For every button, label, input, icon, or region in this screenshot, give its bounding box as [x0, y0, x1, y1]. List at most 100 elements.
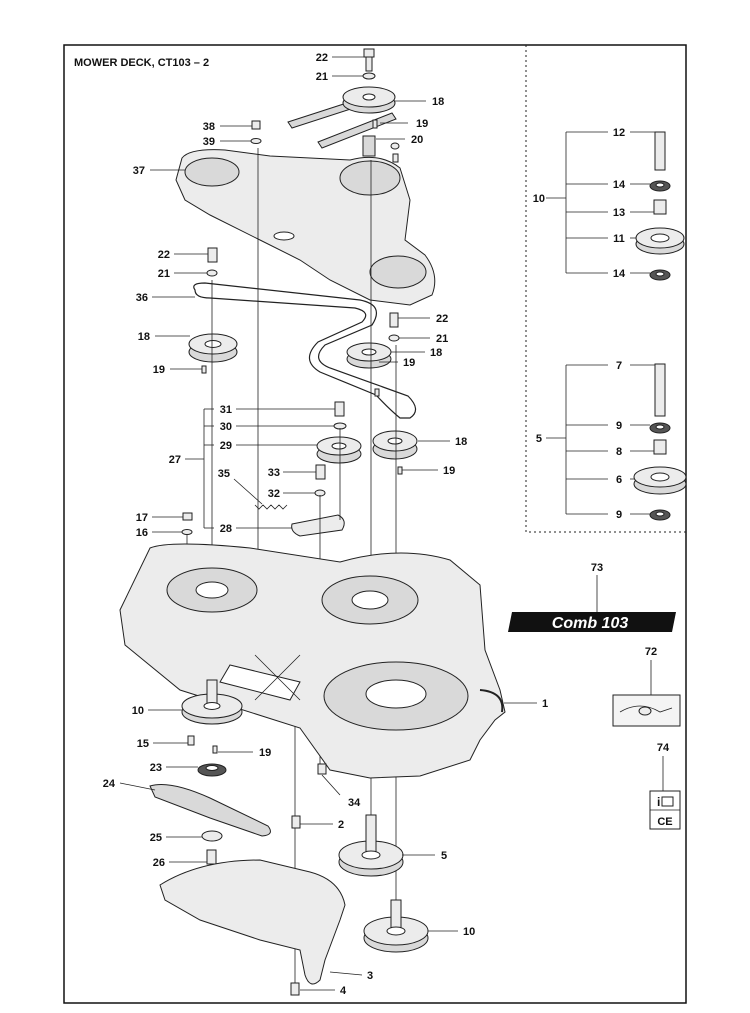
spindle-hole — [195, 581, 229, 599]
key — [397, 466, 403, 475]
pulley — [342, 86, 396, 114]
cover-boss — [339, 160, 401, 196]
callout-19: 19 — [403, 357, 415, 369]
callout-15: 15 — [137, 738, 149, 750]
deck-rib — [254, 654, 301, 701]
callout-18: 18 — [455, 436, 467, 448]
callout-8: 8 — [616, 446, 622, 458]
spindle-inset-border — [525, 45, 686, 533]
callout-32: 32 — [268, 488, 280, 500]
callout-35: 35 — [218, 468, 230, 480]
callout-5: 5 — [536, 433, 542, 445]
nut — [390, 142, 400, 150]
model-decal-text: Comb 103 — [552, 615, 629, 632]
callout-5: 5 — [441, 850, 447, 862]
bolt — [207, 247, 218, 263]
washer — [181, 529, 193, 535]
callout-7: 7 — [616, 360, 622, 372]
callout-10: 10 — [132, 705, 144, 717]
callout-11: 11 — [613, 233, 625, 245]
spacer — [362, 135, 376, 157]
cutting-blade — [149, 784, 271, 837]
pulley — [346, 342, 392, 369]
callout-10: 10 — [533, 193, 545, 205]
cover-boss — [369, 255, 427, 289]
spindle-shaft — [654, 363, 666, 417]
bearing — [649, 509, 671, 521]
callout-22: 22 — [436, 313, 448, 325]
callout-16: 16 — [136, 527, 148, 539]
key — [201, 365, 207, 374]
nut — [182, 512, 193, 521]
bolt — [334, 401, 345, 417]
key — [374, 388, 380, 397]
callout-14: 14 — [613, 268, 626, 280]
callout-18: 18 — [138, 331, 150, 343]
spacer — [653, 199, 667, 215]
info-icon: i — [657, 795, 660, 809]
callout-9: 9 — [616, 509, 622, 521]
callout-22: 22 — [316, 52, 328, 64]
bolt — [206, 849, 217, 865]
spindle-shaft — [654, 131, 666, 171]
bearing — [649, 180, 671, 192]
callout-74: 74 — [657, 742, 670, 754]
belt-routing-line — [619, 705, 673, 713]
bolt — [187, 735, 195, 746]
callout-33: 33 — [268, 467, 280, 479]
callout-9: 9 — [616, 420, 622, 432]
callout-36: 36 — [136, 292, 148, 304]
pulley — [188, 333, 238, 363]
callout-72: 72 — [645, 646, 657, 658]
decal-pulley — [638, 706, 652, 716]
callout-39: 39 — [203, 136, 215, 148]
spindle-assembly — [363, 899, 429, 953]
washer — [362, 72, 376, 80]
drive-belt — [193, 282, 417, 419]
ce-mark: CE — [657, 816, 672, 828]
bearing — [649, 422, 671, 434]
callout-21: 21 — [316, 71, 328, 83]
callout-13: 13 — [613, 207, 625, 219]
cover-boss — [184, 157, 240, 187]
nut — [317, 763, 327, 775]
diagram-title: MOWER DECK, CT103 – 2 — [74, 57, 209, 69]
pulley — [372, 430, 418, 460]
part-callouts: 22 21 18 19 20 38 39 37 22 21 36 18 19 2… — [103, 52, 670, 997]
callout-12: 12 — [613, 127, 625, 139]
callout-34: 34 — [348, 797, 361, 809]
callout-6: 6 — [616, 474, 622, 486]
callout-20: 20 — [411, 134, 423, 146]
bolt — [363, 48, 375, 72]
callout-23: 23 — [150, 762, 162, 774]
model-decal — [508, 612, 676, 632]
callout-18: 18 — [430, 347, 442, 359]
bearing — [197, 763, 227, 777]
callout-18: 18 — [432, 96, 444, 108]
washer — [388, 334, 400, 342]
bolt — [290, 982, 300, 996]
spindle-hole — [351, 590, 389, 610]
callout-10: 10 — [463, 926, 475, 938]
spindle-assembly — [338, 814, 404, 877]
callout-21: 21 — [158, 268, 170, 280]
bolt — [392, 153, 399, 163]
washer — [201, 830, 223, 842]
idler-arm — [291, 514, 345, 537]
callout-27: 27 — [169, 454, 181, 466]
callout-1: 1 — [542, 698, 548, 710]
callout-22: 22 — [158, 249, 170, 261]
leader-lines — [119, 56, 664, 991]
belt-fragment — [317, 112, 397, 149]
callout-24: 24 — [103, 778, 116, 790]
callout-38: 38 — [203, 121, 215, 133]
idler-pulley — [316, 436, 362, 464]
callout-31: 31 — [220, 404, 232, 416]
diagram-frame — [63, 44, 687, 1004]
callout-19: 19 — [443, 465, 455, 477]
callout-2: 2 — [338, 819, 344, 831]
deck-bumper — [479, 689, 504, 713]
bolt — [315, 464, 326, 480]
